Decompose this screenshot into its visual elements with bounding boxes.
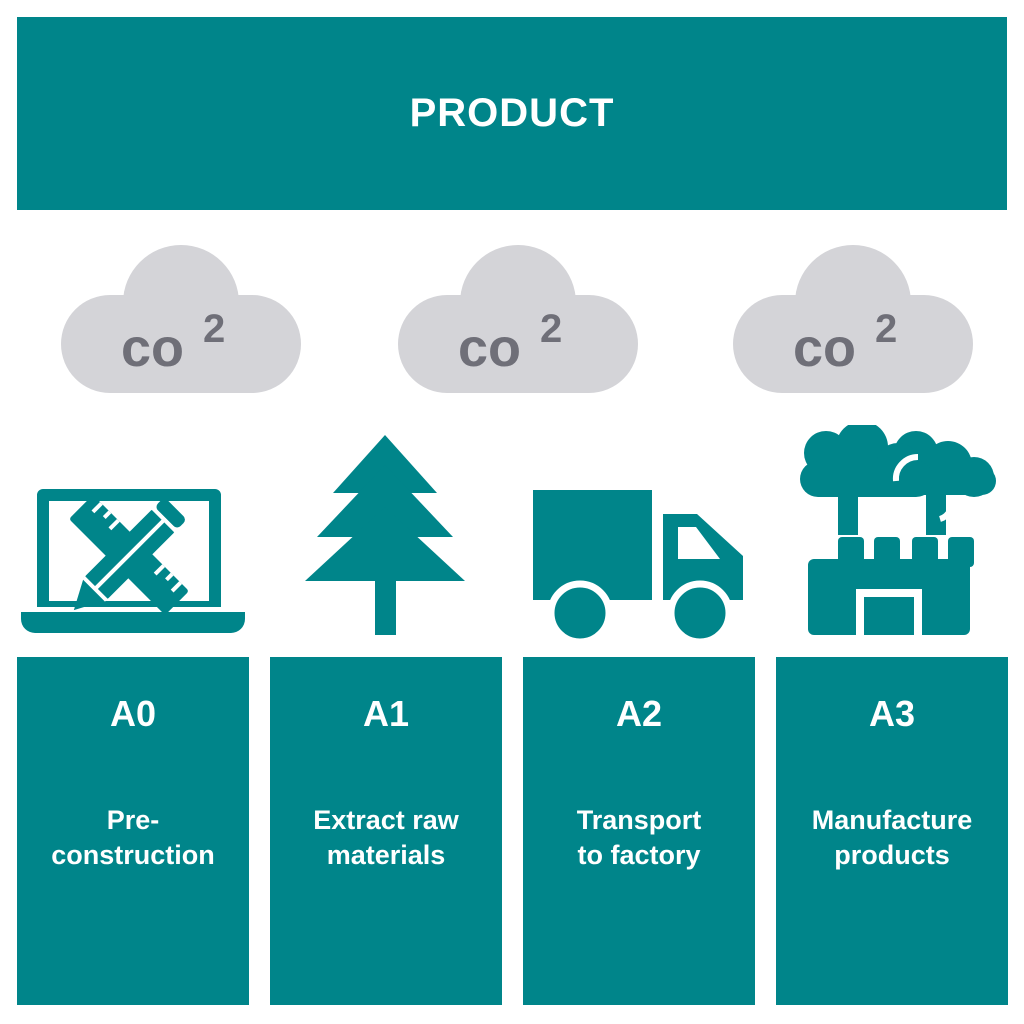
- product-header: PRODUCT: [17, 17, 1007, 210]
- svg-text:2: 2: [875, 307, 897, 351]
- svg-text:2: 2: [203, 307, 225, 351]
- stage-a1: A1 Extract raw materials: [270, 657, 502, 1005]
- stage-description-line1: Manufacture: [811, 805, 973, 835]
- stage-description-line2: to factory: [577, 840, 701, 870]
- svg-text:co: co: [793, 318, 856, 378]
- stage-description: Manufacture products: [782, 803, 1002, 873]
- svg-text:2: 2: [540, 307, 562, 351]
- stage-a0: A0 Pre- construction: [17, 657, 249, 1005]
- co2-label: co: [121, 318, 184, 378]
- stage-code: A0: [109, 693, 157, 734]
- co2-cloud-1: co 2: [61, 238, 301, 398]
- stage-description-line1: Pre-: [106, 805, 160, 835]
- truck-icon: [520, 425, 760, 640]
- stage-description-line2: materials: [326, 840, 446, 870]
- cloud-icon: co 2: [733, 245, 973, 393]
- co2-cloud-2: co 2: [398, 238, 638, 398]
- factory-icon: [778, 425, 1018, 640]
- cloud-icon: co 2: [398, 245, 638, 393]
- stage-description-line1: Transport: [576, 805, 702, 835]
- stage-description-line1: Extract raw: [313, 805, 459, 835]
- co2-superscript: 2: [203, 307, 225, 351]
- laptop-design-icon: [17, 425, 257, 640]
- stage-a2: A2 Transport to factory: [523, 657, 755, 1005]
- tree-icon: [265, 425, 505, 640]
- stage-code: A2: [615, 693, 663, 734]
- co2-superscript: 2: [875, 307, 897, 351]
- stage-description-line2: construction: [51, 840, 215, 870]
- co2-superscript: 2: [540, 307, 562, 351]
- cloud-icon: co 2: [61, 245, 301, 393]
- svg-text:co: co: [458, 318, 521, 378]
- svg-text:co: co: [121, 318, 184, 378]
- stage-description: Transport to factory: [529, 803, 749, 873]
- stage-code: A1: [362, 693, 410, 734]
- co2-label: co: [793, 318, 856, 378]
- stage-code: A3: [868, 693, 916, 734]
- stage-description-line2: products: [834, 840, 950, 870]
- header-title: PRODUCT: [409, 91, 615, 135]
- stage-description: Pre- construction: [23, 803, 243, 873]
- stage-a3: A3 Manufacture products: [776, 657, 1008, 1005]
- co2-cloud-3: co 2: [733, 238, 973, 398]
- stage-description: Extract raw materials: [276, 803, 496, 873]
- co2-label: co: [458, 318, 521, 378]
